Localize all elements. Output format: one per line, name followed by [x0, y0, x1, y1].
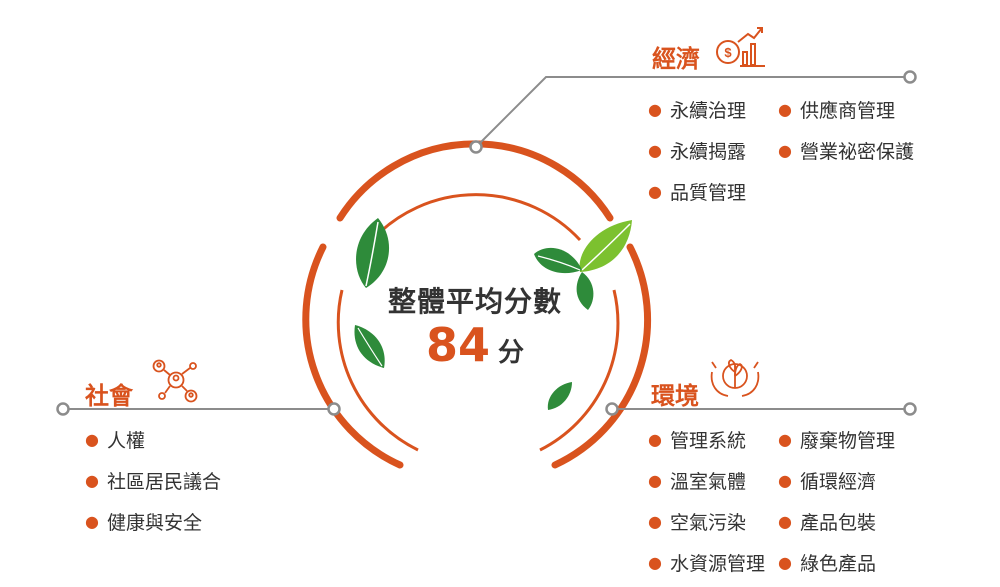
economy-item: ●供應商管理	[778, 100, 895, 122]
society-item: ●人權	[85, 430, 145, 452]
economy-item: ●品質管理	[648, 182, 746, 204]
society-item: ●健康與安全	[85, 512, 202, 534]
svg-text:$: $	[724, 45, 732, 60]
leaf-icon	[534, 247, 582, 274]
ring-inner-top	[370, 193, 582, 242]
environment-ring-dot	[605, 402, 619, 416]
environment-item: ●空氣污染	[648, 512, 746, 534]
environment-item: ●管理系統	[648, 430, 746, 452]
ring-outer-left	[302, 243, 404, 469]
environment-end-dot	[903, 402, 917, 416]
environment-item: ●綠色產品	[778, 553, 876, 575]
economy-title: 經濟	[652, 45, 700, 73]
leaf-icon	[576, 272, 594, 310]
environment-item: ●廢棄物管理	[778, 430, 895, 452]
score-value: 84	[425, 318, 490, 372]
people-network-icon	[152, 359, 198, 403]
ring-inner-right	[539, 289, 620, 452]
economy-ring-dot	[469, 140, 483, 154]
society-item: ●社區居民議合	[85, 471, 221, 493]
environment-item: ●溫室氣體	[648, 471, 746, 493]
overall-average-title: 整體平均分數	[387, 285, 562, 318]
environment-item: ●水資源管理	[648, 553, 765, 575]
leaf-icon	[354, 325, 385, 368]
leaf-icon	[579, 220, 632, 272]
economy-end-dot	[903, 70, 917, 84]
society-title: 社會	[85, 382, 133, 410]
economy-item: ●永續揭露	[648, 141, 746, 163]
leaf-icon	[547, 382, 572, 410]
ring-inner-left	[336, 289, 419, 452]
overall-score: 84 分	[330, 318, 620, 372]
economy-item: ●營業祕密保護	[778, 141, 914, 163]
economy-connector	[475, 76, 910, 148]
environment-item: ●產品包裝	[778, 512, 876, 534]
environment-item: ●循環經濟	[778, 471, 876, 493]
ring-outer-right	[551, 243, 652, 469]
economy-item: ●永續治理	[648, 100, 746, 122]
society-ring-dot	[327, 402, 341, 416]
hands-plant-icon	[710, 358, 760, 397]
money-growth-icon: $	[716, 27, 765, 67]
leaf-icon	[356, 218, 390, 288]
score-unit: 分	[498, 338, 525, 368]
society-end-dot	[56, 402, 70, 416]
ring-outer-top	[336, 140, 614, 222]
environment-title: 環境	[651, 382, 699, 410]
